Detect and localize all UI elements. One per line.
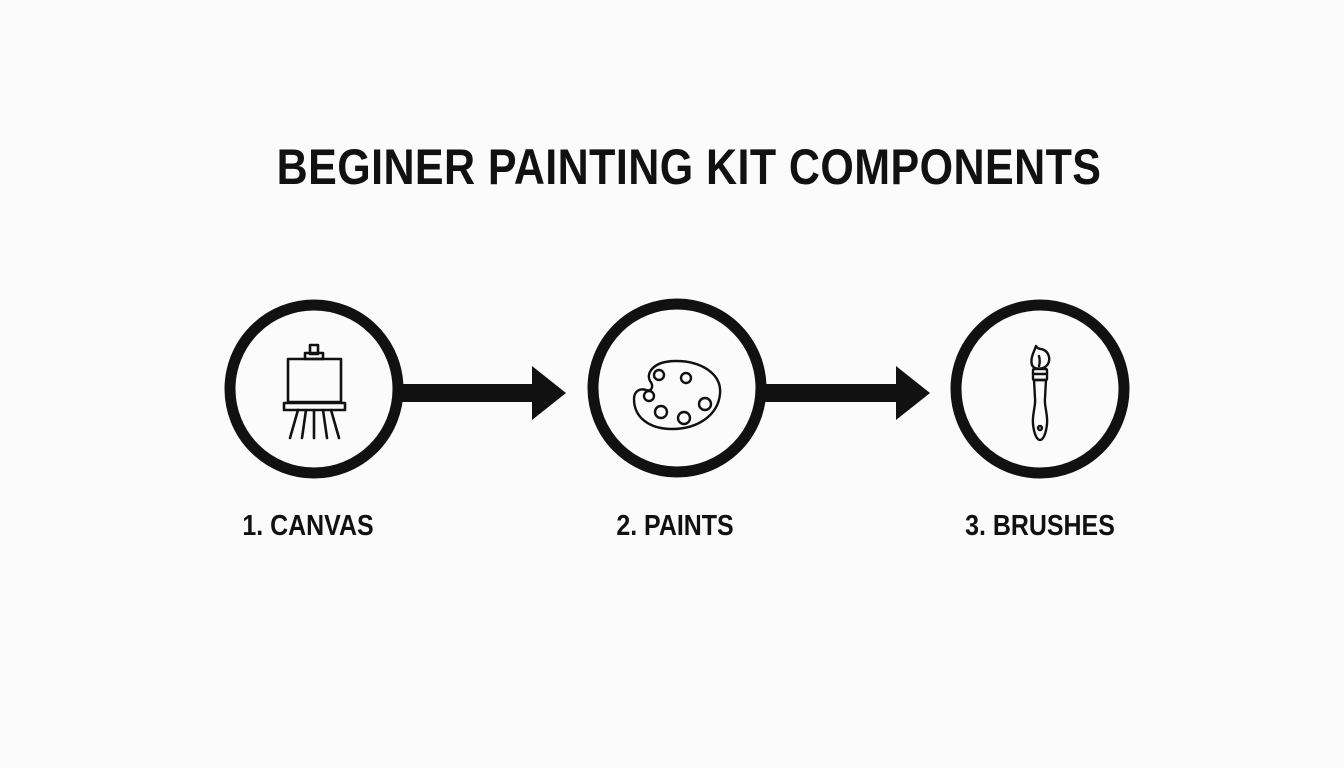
- diagram-title: BEGINER PAINTING KIT COMPONENTS: [276, 139, 1102, 195]
- step-2-label: 2. PAINTS: [616, 510, 734, 542]
- paint-palette-icon: [632, 359, 722, 431]
- step-3-label: 3. BRUSHES: [965, 510, 1115, 542]
- arrow-1-to-2: [398, 366, 566, 420]
- step-2-node: [587, 298, 767, 478]
- arrow-2-to-3: [762, 366, 930, 420]
- step-1-label: 1. CANVAS: [242, 510, 374, 542]
- step-3-node: [950, 299, 1130, 479]
- easel-canvas-icon: [282, 343, 347, 440]
- step-1-node: [224, 299, 404, 479]
- paintbrush-icon: [1030, 344, 1051, 442]
